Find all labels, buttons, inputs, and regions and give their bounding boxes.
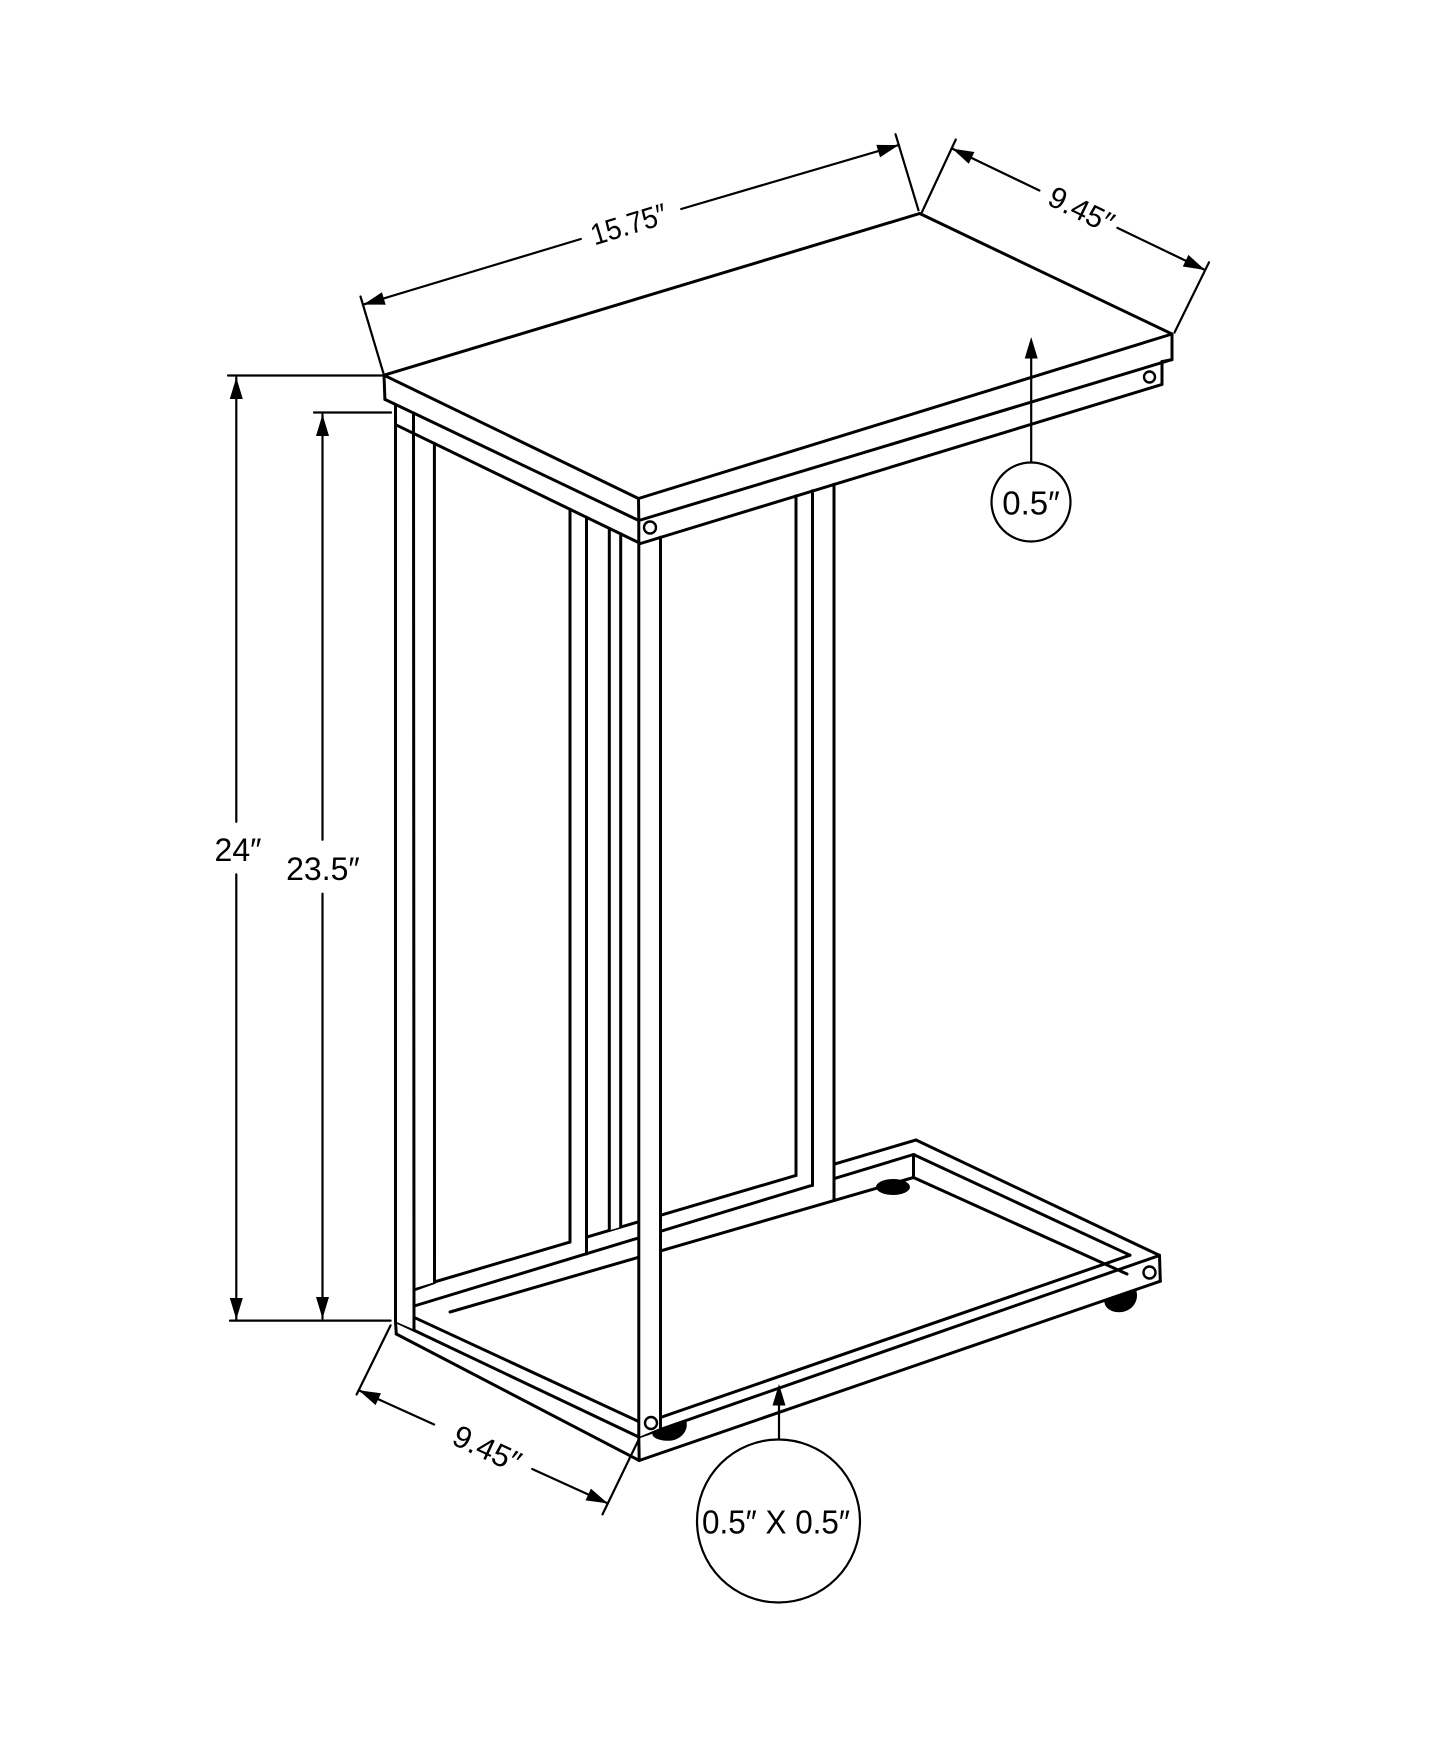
- svg-text:24″: 24″: [215, 832, 262, 868]
- svg-text:0.5″ X 0.5″: 0.5″ X 0.5″: [702, 1504, 850, 1541]
- svg-text:23.5″: 23.5″: [286, 851, 360, 887]
- svg-text:0.5″: 0.5″: [1002, 485, 1060, 522]
